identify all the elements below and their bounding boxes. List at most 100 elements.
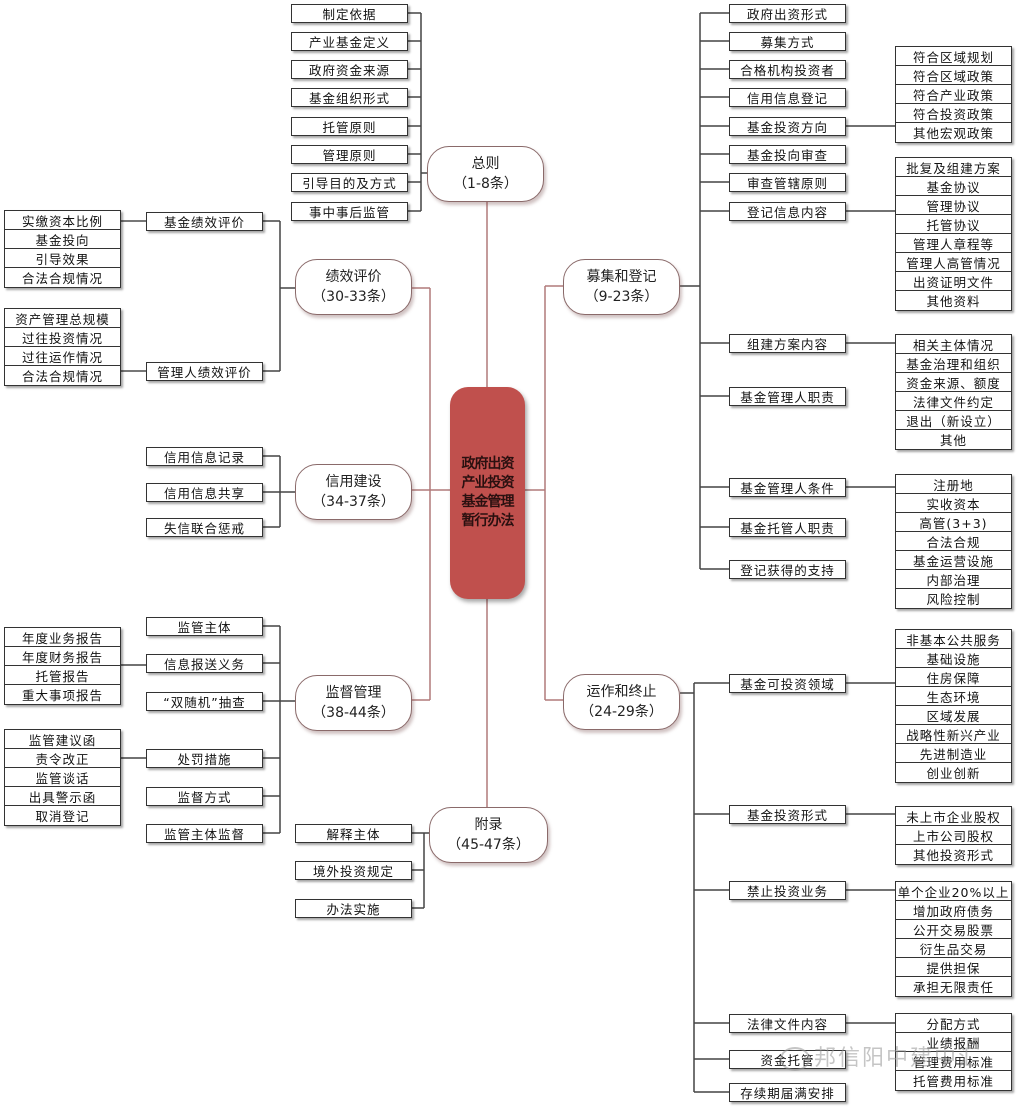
detail-item[interactable]: 实缴资本比例 — [5, 211, 120, 230]
fundraising-item[interactable]: 审查管辖原则 — [729, 173, 846, 192]
fundraising-item[interactable]: 合格机构投资者 — [729, 60, 846, 79]
detail-item[interactable]: 其他宏观政策 — [912, 126, 994, 141]
detail-item[interactable]: 生态环境 — [896, 687, 1011, 706]
detail-item[interactable]: 管理费用标准 — [896, 1052, 1011, 1071]
supervision-item[interactable]: 监管主体监督 — [146, 824, 263, 843]
operation-item[interactable]: 存续期届满安排 — [729, 1083, 846, 1102]
detail-item[interactable]: 符合区域政策 — [896, 66, 1011, 85]
credit-item[interactable]: 信用信息记录 — [146, 447, 263, 466]
detail-item[interactable]: 托管协议 — [896, 215, 1011, 234]
topic-fundraising[interactable]: 募集和登记 （9-23条） — [563, 259, 680, 315]
detail-item[interactable]: 增加政府债务 — [896, 901, 1011, 920]
fundraising-item[interactable]: 基金投资方向 — [729, 117, 846, 136]
detail-item[interactable]: 管理人高管情况 — [896, 253, 1011, 272]
supervision-item[interactable]: 监督方式 — [146, 787, 263, 806]
detail-item[interactable]: 过往运作情况 — [5, 347, 120, 366]
detail-item[interactable]: 过往投资情况 — [5, 328, 120, 347]
detail-item[interactable]: 资产管理总规模 — [5, 309, 120, 328]
general-item[interactable]: 产业基金定义 — [291, 32, 408, 51]
detail-item[interactable]: 基础设施 — [896, 649, 1011, 668]
detail-item[interactable]: 内部治理 — [896, 570, 1011, 589]
fundraising-item[interactable]: 基金管理人条件 — [729, 478, 846, 497]
detail-item[interactable]: 年度财务报告 — [5, 647, 120, 666]
detail-item[interactable]: 战略性新兴产业 — [896, 725, 1011, 744]
detail-item[interactable]: 合法合规情况 — [21, 369, 103, 384]
detail-item[interactable]: 提供担保 — [896, 958, 1011, 977]
supervision-item[interactable]: 处罚措施 — [146, 749, 263, 768]
detail-item[interactable]: 符合区域规划 — [896, 47, 1011, 66]
detail-item[interactable]: 住房保障 — [896, 668, 1011, 687]
detail-item[interactable]: 基金投向 — [5, 230, 120, 249]
detail-item[interactable]: 实收资本 — [896, 494, 1011, 513]
detail-item[interactable]: 分配方式 — [896, 1014, 1011, 1033]
supervision-item[interactable]: “双随机”抽查 — [146, 692, 263, 711]
detail-item[interactable]: 创业创新 — [926, 766, 981, 781]
detail-item[interactable]: 承担无限责任 — [912, 980, 994, 995]
detail-item[interactable]: 合法合规情况 — [21, 271, 103, 286]
detail-item[interactable]: 业绩报酬 — [896, 1033, 1011, 1052]
detail-item[interactable]: 基金协议 — [896, 177, 1011, 196]
detail-item[interactable]: 基金运营设施 — [896, 551, 1011, 570]
fundraising-item[interactable]: 基金管理人职责 — [729, 387, 846, 406]
operation-item[interactable]: 基金可投资领域 — [729, 674, 846, 693]
fundraising-item[interactable]: 基金投向审查 — [729, 145, 846, 164]
topic-operation[interactable]: 运作和终止 （24-29条） — [563, 674, 680, 730]
detail-item[interactable]: 基金治理和组织 — [896, 354, 1011, 373]
topic-appendix[interactable]: 附录 （45-47条） — [429, 807, 548, 863]
detail-item[interactable]: 符合产业政策 — [896, 85, 1011, 104]
detail-item[interactable]: 其他 — [939, 433, 967, 448]
fundraising-item[interactable]: 信用信息登记 — [729, 88, 846, 107]
detail-item[interactable]: 监管谈话 — [5, 768, 120, 787]
operation-item[interactable]: 禁止投资业务 — [729, 881, 846, 900]
general-item[interactable]: 政府资金来源 — [291, 60, 408, 79]
supervision-item[interactable]: 监管主体 — [146, 617, 263, 636]
general-item[interactable]: 基金组织形式 — [291, 88, 408, 107]
detail-item[interactable]: 管理协议 — [896, 196, 1011, 215]
detail-item[interactable]: 先进制造业 — [896, 744, 1011, 763]
detail-item[interactable]: 风险控制 — [926, 592, 981, 607]
detail-item[interactable]: 责令改正 — [5, 749, 120, 768]
appendix-item[interactable]: 解释主体 — [295, 824, 412, 843]
detail-item[interactable]: 单个企业20%以上 — [896, 882, 1011, 901]
operation-item[interactable]: 基金投资形式 — [729, 805, 846, 824]
detail-item[interactable]: 未上市企业股权 — [896, 807, 1011, 826]
detail-item[interactable]: 引导效果 — [5, 249, 120, 268]
fundraising-item[interactable]: 募集方式 — [729, 32, 846, 51]
general-item[interactable]: 引导目的及方式 — [291, 173, 408, 192]
credit-item[interactable]: 信用信息共享 — [146, 483, 263, 502]
detail-item[interactable]: 出具警示函 — [5, 787, 120, 806]
detail-item[interactable]: 其他投资形式 — [912, 848, 994, 863]
general-item[interactable]: 制定依据 — [291, 4, 408, 23]
appendix-item[interactable]: 办法实施 — [295, 899, 412, 918]
detail-item[interactable]: 合法合规 — [896, 532, 1011, 551]
credit-item[interactable]: 失信联合惩戒 — [146, 518, 263, 537]
detail-item[interactable]: 管理人章程等 — [896, 234, 1011, 253]
fundraising-item[interactable]: 登记信息内容 — [729, 202, 846, 221]
performance-item[interactable]: 管理人绩效评价 — [146, 362, 263, 381]
performance-item[interactable]: 基金绩效评价 — [146, 212, 263, 231]
detail-item[interactable]: 托管报告 — [5, 666, 120, 685]
topic-general[interactable]: 总则 （1-8条） — [427, 146, 544, 202]
central-topic[interactable]: 政府出资 产业投资 基金管理 暂行办法 — [450, 387, 525, 599]
detail-item[interactable]: 公开交易股票 — [896, 920, 1011, 939]
fundraising-item[interactable]: 组建方案内容 — [729, 334, 846, 353]
detail-item[interactable]: 符合投资政策 — [896, 104, 1011, 123]
general-item[interactable]: 事中事后监管 — [291, 202, 408, 221]
detail-item[interactable]: 注册地 — [896, 475, 1011, 494]
detail-item[interactable]: 出资证明文件 — [896, 272, 1011, 291]
topic-credit[interactable]: 信用建设 （34-37条） — [295, 464, 412, 520]
detail-item[interactable]: 退出（新设立） — [896, 411, 1011, 430]
detail-item[interactable]: 高管(3+3) — [896, 513, 1011, 532]
detail-item[interactable]: 非基本公共服务 — [896, 630, 1011, 649]
supervision-item[interactable]: 信息报送义务 — [146, 654, 263, 673]
operation-item[interactable]: 法律文件内容 — [729, 1014, 846, 1033]
detail-item[interactable]: 监管建议函 — [5, 730, 120, 749]
detail-item[interactable]: 区域发展 — [896, 706, 1011, 725]
fundraising-item[interactable]: 政府出资形式 — [729, 4, 846, 23]
detail-item[interactable]: 法律文件约定 — [896, 392, 1011, 411]
detail-item[interactable]: 年度业务报告 — [5, 628, 120, 647]
fundraising-item[interactable]: 登记获得的支持 — [729, 560, 846, 579]
detail-item[interactable]: 其他资料 — [926, 294, 981, 309]
detail-item[interactable]: 批复及组建方案 — [896, 158, 1011, 177]
topic-performance[interactable]: 绩效评价 （30-33条） — [295, 259, 412, 315]
